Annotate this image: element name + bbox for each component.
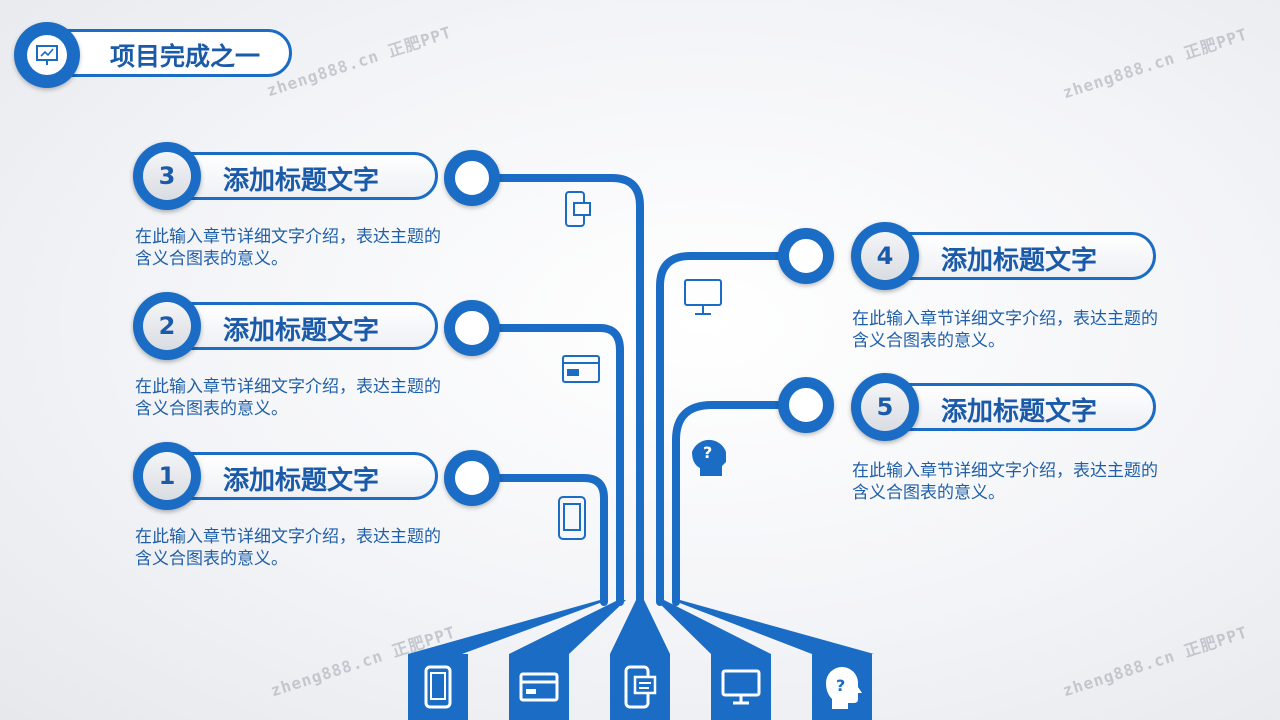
item-5-number-badge: 5 [851, 373, 919, 441]
item-5-connector-node [778, 377, 834, 433]
smartphone-icon [424, 665, 452, 709]
item-1-title: 添加标题文字 [223, 466, 380, 496]
item-2-connector-node [444, 300, 500, 356]
item-2-number-badge: 2 [133, 292, 201, 360]
bottom-tile-mobile-chat [610, 654, 670, 720]
item-1-description: 在此输入章节详细文字介绍，表达主题的含义合图表的意义。 [135, 527, 441, 569]
bottom-tile-smartphone [408, 654, 468, 720]
item-5-description: 在此输入章节详细文字介绍，表达主题的含义合图表的意义。 [852, 461, 1158, 503]
item-3-connector-node [444, 150, 500, 206]
monitor-icon [721, 669, 761, 705]
item-2-description: 在此输入章节详细文字介绍，表达主题的含义合图表的意义。 [135, 377, 441, 419]
item-1-pill [150, 452, 438, 500]
mobile-chat-icon [624, 665, 657, 709]
credit-card-icon [519, 672, 559, 702]
item-2-title: 添加标题文字 [223, 316, 380, 346]
page-title: 项目完成之一 [110, 42, 261, 71]
presentation-board-icon [27, 35, 67, 75]
head-question-icon: ? [692, 439, 726, 476]
item-4-number-badge: 4 [851, 222, 919, 290]
item-4-number: 4 [861, 232, 909, 280]
item-4-description: 在此输入章节详细文字介绍，表达主题的含义合图表的意义。 [852, 309, 1158, 351]
item-3-number-badge: 3 [133, 142, 201, 210]
bottom-tile-credit-card [509, 654, 569, 720]
svg-text:?: ? [836, 676, 845, 695]
item-5-number: 5 [861, 383, 909, 431]
mobile-chat-icon [565, 191, 591, 227]
monitor-icon [684, 279, 722, 315]
svg-text:?: ? [703, 443, 712, 462]
head-question-icon: ? [826, 667, 862, 709]
item-5-title: 添加标题文字 [941, 397, 1098, 427]
bottom-tile-head-question: ? [812, 654, 872, 720]
credit-card-icon [562, 355, 600, 383]
item-2-number: 2 [143, 302, 191, 350]
item-1-number: 1 [143, 452, 191, 500]
item-3-number: 3 [143, 152, 191, 200]
item-4-connector-node [778, 228, 834, 284]
bottom-tile-monitor [711, 654, 771, 720]
item-1-connector-node [444, 450, 500, 506]
item-3-description: 在此输入章节详细文字介绍，表达主题的含义合图表的意义。 [135, 227, 441, 269]
smartphone-icon [558, 496, 586, 540]
item-3-title: 添加标题文字 [223, 166, 380, 196]
item-4-title: 添加标题文字 [941, 246, 1098, 276]
item-1-number-badge: 1 [133, 442, 201, 510]
